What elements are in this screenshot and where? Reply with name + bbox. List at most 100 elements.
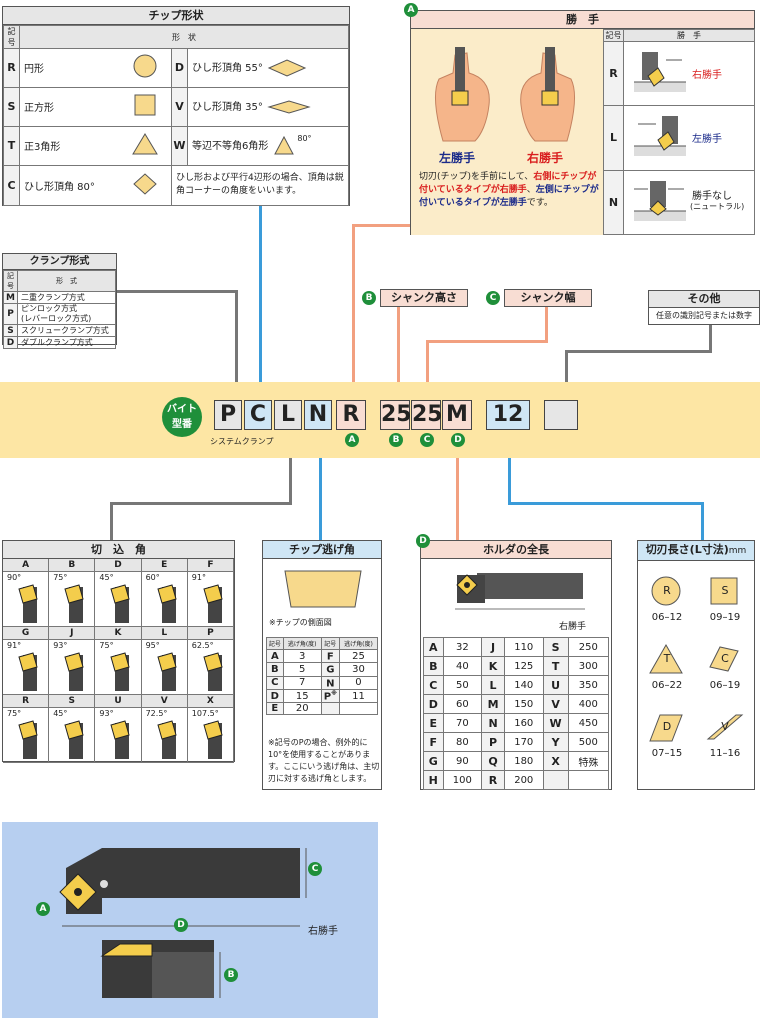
length-value: 40 <box>442 656 483 676</box>
hand-label: 左勝手 <box>692 134 722 146</box>
edge-length-code: V <box>721 720 729 733</box>
code-length: M <box>442 400 472 430</box>
relief-code: E <box>266 702 284 716</box>
length-code: U <box>542 675 569 695</box>
length-value: 170 <box>504 732 544 752</box>
chip-name: 等辺不等角6角形80° <box>187 125 349 166</box>
hand-code: R <box>603 40 624 107</box>
relief-header: 逃げ角(度) <box>282 637 322 650</box>
length-value: 300 <box>567 656 610 676</box>
relief-code: C <box>266 675 284 690</box>
cut-angle-value: 107.5° <box>191 709 219 718</box>
badge-a: A <box>404 3 418 17</box>
relief-value: 0 <box>338 675 379 690</box>
cut-angle-value: 72.5° <box>145 709 168 718</box>
relief-code: B <box>266 662 284 677</box>
chip-code: V <box>171 86 188 127</box>
relief-code <box>320 702 340 716</box>
relief-code: G <box>320 662 340 677</box>
length-code: X <box>542 751 569 771</box>
clamp-code: D <box>3 336 18 349</box>
cut-angle-tool-icon <box>203 652 223 691</box>
cut-angle-code: A <box>3 559 49 572</box>
relief-code: F <box>320 648 340 664</box>
length-value: 250 <box>567 637 610 657</box>
left-hand-icon <box>435 47 490 142</box>
right-hand-icon <box>520 47 575 142</box>
chip-name: ひし形頂角 55° <box>187 48 349 88</box>
relief-header: 記号 <box>320 637 340 650</box>
chip-name: 正3角形 <box>19 125 120 166</box>
right-hand-tool-icon <box>634 52 686 92</box>
insert-shape-icon <box>649 643 683 674</box>
insert-shape-icon <box>710 577 738 605</box>
length-code: J <box>481 637 505 657</box>
cut-angle-code: D <box>95 559 141 572</box>
hand-title: 勝 手 <box>411 11 754 29</box>
rhombus-55-icon <box>267 59 307 77</box>
cut-angle-value: 75° <box>53 573 68 582</box>
insert-shape-icon <box>651 576 681 606</box>
relief-code: A <box>266 648 284 664</box>
length-value: 150 <box>504 694 544 714</box>
length-code <box>542 770 569 790</box>
length-code: C <box>423 675 444 695</box>
relief-value: 11 <box>338 688 379 704</box>
cut-angle-tool-icon <box>110 584 131 623</box>
edge-length-code: D <box>662 720 672 733</box>
edge-length-range: 06–22 <box>651 680 683 691</box>
hand-label: 勝手なし <box>692 190 732 202</box>
hand-description: 切刃(チップ)を手前にして、右側にチップが付いているタイプが右勝手、左側にチップ… <box>419 172 599 208</box>
code-badge-a: A <box>345 433 359 447</box>
length-value: 特殊 <box>567 751 610 771</box>
code-hand: R <box>336 400 366 430</box>
relief-header: 記号 <box>266 637 284 650</box>
cut-angle-tool-icon <box>18 652 38 691</box>
edge-length-title: 切刃長さ(L寸法)mm <box>638 541 754 561</box>
cut-angle-title: 切 込 角 <box>3 541 234 559</box>
cut-angle-tool-icon <box>110 652 131 691</box>
length-code: D <box>423 694 444 714</box>
length-value: 200 <box>504 770 544 790</box>
diagram-caption: 右勝手 <box>308 926 338 937</box>
length-code: K <box>481 656 505 676</box>
square-shape-icon <box>134 94 156 116</box>
edge-length-code: S <box>721 584 729 597</box>
code-clamp: P <box>214 400 242 430</box>
circle-shape-icon <box>133 54 157 78</box>
relief-title: チップ逃げ角 <box>263 541 381 559</box>
cut-angle-value: 60° <box>145 573 160 582</box>
length-code: R <box>481 770 505 790</box>
clamp-type: スクリュークランプ方式 <box>17 324 116 337</box>
cut-angle-value: 91° <box>191 573 206 582</box>
badge-d: D <box>416 534 430 548</box>
relief-value: 7 <box>282 675 322 690</box>
other-panel: その他 任意の識別記号または数字 <box>648 290 760 325</box>
chip-shape-code-header: 記号 <box>3 25 20 49</box>
length-code: G <box>423 751 444 771</box>
hand-code: N <box>603 169 624 236</box>
badge-c: C <box>486 291 500 305</box>
cut-angle-code: X <box>187 695 233 708</box>
chip-name: 正方形 <box>19 86 120 127</box>
length-code: Y <box>542 732 569 752</box>
cut-angle-value: 75° <box>7 709 22 718</box>
length-value: 32 <box>442 637 483 657</box>
